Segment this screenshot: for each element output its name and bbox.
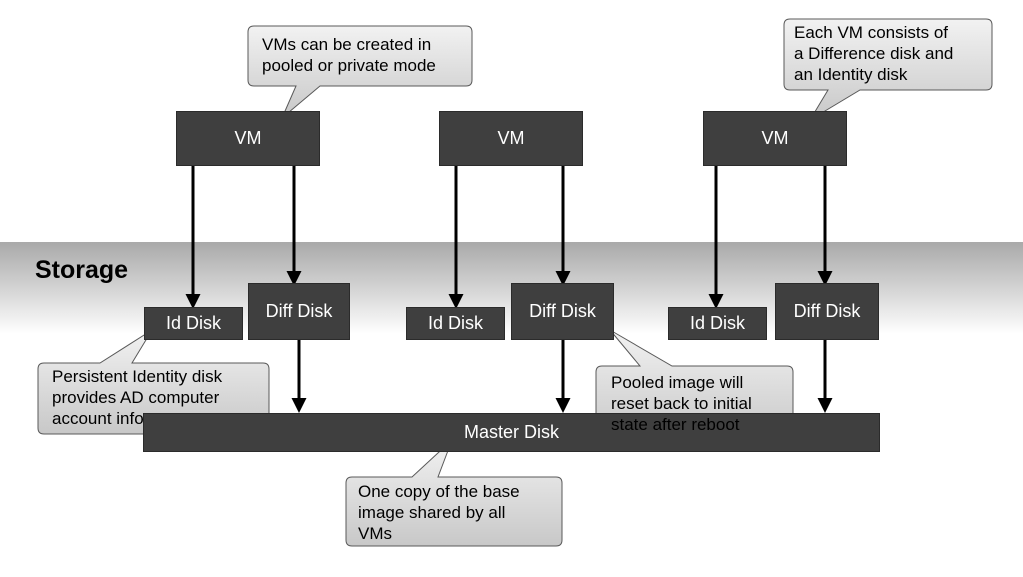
callout-identity: Persistent Identity disk provides AD com… <box>52 366 222 429</box>
callout-each-vm: Each VM consists of a Difference disk an… <box>794 22 953 85</box>
callout-one-copy: One copy of the base image shared by all… <box>358 481 520 544</box>
diff-disk-3: Diff Disk <box>775 283 879 340</box>
id-disk-3: Id Disk <box>668 307 767 340</box>
vm-box-2: VM <box>439 111 583 166</box>
callout-one-copy-line-3: VMs <box>358 524 392 543</box>
id-disk-1: Id Disk <box>144 307 243 340</box>
callout-one-copy-line-2: image shared by all <box>358 503 506 522</box>
diff-disk-1: Diff Disk <box>248 283 350 340</box>
callout-pooled-private-bubble <box>247 25 473 119</box>
callout-pooled-reset-line-3: state after reboot <box>611 415 740 434</box>
callout-pooled-reset-line-2: reset back to initial <box>611 394 752 413</box>
diff-disk-2: Diff Disk <box>511 283 614 340</box>
callout-one-copy-line-1: One copy of the base <box>358 482 520 501</box>
vm-box-3: VM <box>703 111 847 166</box>
callout-identity-line-1: Persistent Identity disk <box>52 367 223 386</box>
callout-pooled-reset: Pooled image will reset back to initial … <box>611 372 752 435</box>
callout-each-vm-line-1: Each VM consists of <box>794 23 949 42</box>
callout-identity-line-3: account info <box>52 409 144 428</box>
callout-pooled-private-line-2: pooled or private mode <box>262 56 436 75</box>
vm-box-1: VM <box>176 111 320 166</box>
id-disk-2: Id Disk <box>406 307 505 340</box>
callout-each-vm-line-3: an Identity disk <box>794 65 908 84</box>
callout-pooled-private: VMs can be created in pooled or private … <box>262 34 436 76</box>
master-disk: Master Disk <box>143 413 880 452</box>
callout-each-vm-bubble <box>783 18 993 121</box>
callout-identity-line-2: provides AD computer <box>52 388 220 407</box>
callout-pooled-reset-line-1: Pooled image will <box>611 373 744 392</box>
callout-one-copy-bubble <box>345 439 563 547</box>
storage-label: Storage <box>35 256 129 284</box>
callout-each-vm-line-2: a Difference disk and <box>794 44 954 63</box>
callout-pooled-private-line-1: VMs can be created in <box>262 35 432 54</box>
